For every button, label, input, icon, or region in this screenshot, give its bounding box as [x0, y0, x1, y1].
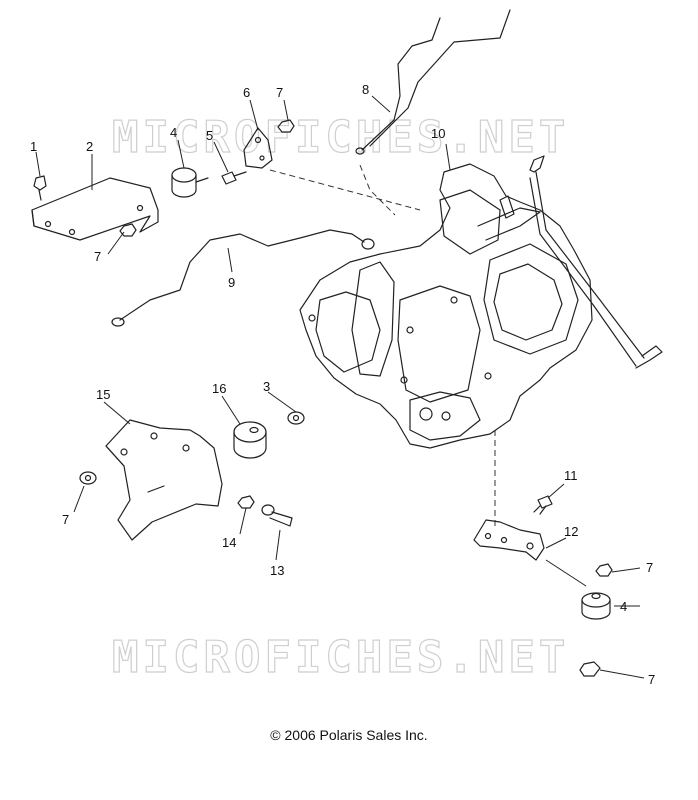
watermark-top: MICROFICHES.NET — [112, 112, 569, 163]
part-13-bolt — [261, 504, 293, 527]
part-7-nut-c — [79, 471, 97, 485]
part-7-nut-e — [579, 661, 601, 677]
callout-7-c: 7 — [62, 512, 69, 527]
part-1-bolt — [33, 175, 47, 201]
callout-2: 2 — [86, 139, 93, 154]
leader-lines — [35, 95, 645, 679]
callout-13: 13 — [270, 563, 284, 578]
callout-7-e: 7 — [648, 672, 655, 687]
part-12-bracket — [473, 519, 545, 561]
part-2-bracket — [31, 177, 159, 241]
callout-4-upper: 4 — [170, 125, 177, 140]
callout-15: 15 — [96, 387, 110, 402]
callout-11: 11 — [564, 468, 578, 483]
callout-16: 16 — [212, 381, 226, 396]
part-6-plate — [243, 127, 273, 169]
callout-3: 3 — [263, 379, 270, 394]
copyright-notice: © 2006 Polaris Sales Inc. — [270, 727, 428, 743]
callout-9: 9 — [228, 275, 235, 290]
callout-1: 1 — [30, 139, 37, 154]
part-7-nut-b — [119, 223, 137, 237]
watermark-bottom: MICROFICHES.NET — [112, 632, 569, 683]
part-5-bolt — [221, 171, 247, 185]
callout-7-b: 7 — [94, 249, 101, 264]
part-9-cable — [111, 229, 375, 327]
callout-7-a: 7 — [276, 85, 283, 100]
part-8-rod — [355, 9, 511, 155]
callout-5: 5 — [206, 128, 213, 143]
callouts: 1 2 3 4 4 5 6 7 7 7 7 7 8 9 10 11 12 13 … — [30, 82, 655, 687]
part-11-bolt — [533, 495, 553, 515]
part-7-nut-d — [595, 563, 613, 577]
part-7-nut-a — [277, 119, 295, 133]
align-line-mount — [269, 169, 421, 211]
callout-7-d: 7 — [646, 560, 653, 575]
align-line-rod — [359, 164, 396, 216]
callout-10: 10 — [431, 126, 445, 141]
part-3-washer — [287, 411, 305, 425]
callout-4-lower: 4 — [620, 599, 627, 614]
part-4-mount-lower — [581, 592, 611, 620]
part-4-mount-upper — [171, 167, 209, 198]
part-15-bracket — [105, 419, 223, 541]
callout-14: 14 — [222, 535, 236, 550]
callout-8: 8 — [362, 82, 369, 97]
part-14-nut — [237, 495, 255, 509]
callout-12: 12 — [564, 524, 578, 539]
part-16-mount — [233, 421, 267, 459]
callout-6: 6 — [243, 85, 250, 100]
engine-assembly — [299, 155, 663, 449]
